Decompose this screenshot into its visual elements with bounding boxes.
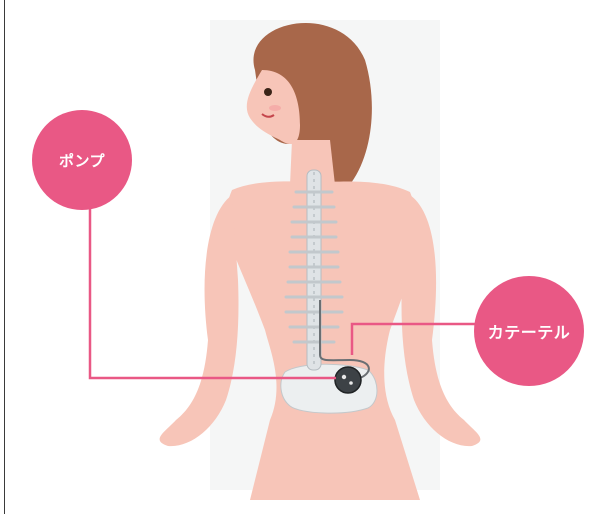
pump-device-icon xyxy=(335,367,361,393)
catheter-label-bubble: カテーテル xyxy=(474,276,584,386)
cheek xyxy=(269,105,281,111)
pump-label-bubble: ポンプ xyxy=(32,110,132,210)
pelvis xyxy=(281,364,377,413)
catheter-label: カテーテル xyxy=(488,319,571,343)
pump-label: ポンプ xyxy=(59,150,105,171)
eye xyxy=(264,88,272,96)
